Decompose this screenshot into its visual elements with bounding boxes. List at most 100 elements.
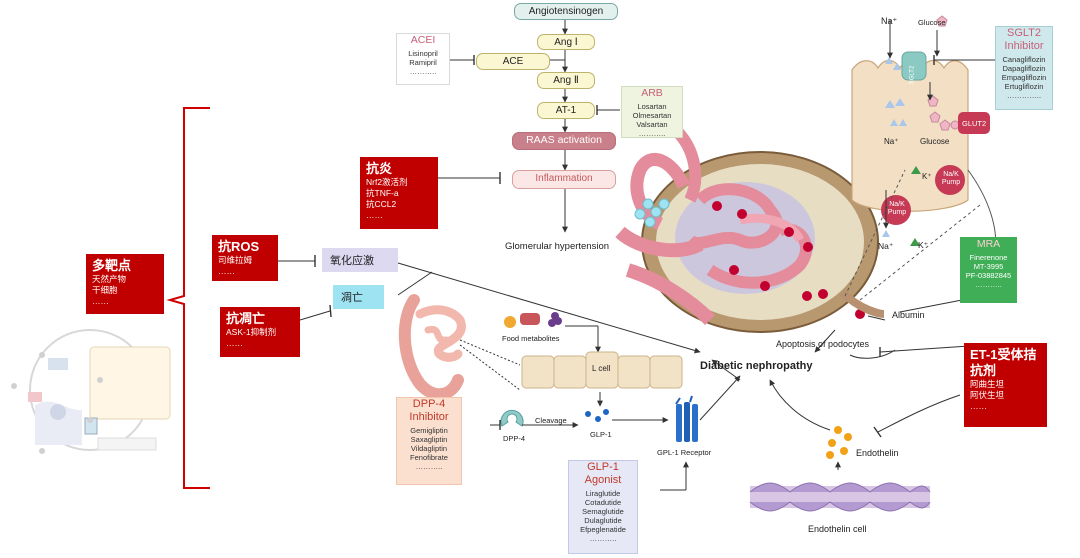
glp1-receptor-icon: [675, 395, 698, 442]
acei-drug: Lisinopril: [408, 49, 438, 58]
glp1-card: GLP-1 Agonist Liraglutide Cotadutide Sem…: [568, 460, 638, 554]
k-plus-label: K⁺: [922, 172, 932, 181]
glp1-receptor-label: GPL-1 Receptor: [657, 448, 712, 457]
endothelin-molecules: [826, 426, 852, 459]
sglt2-card: SGLT2 Inhibitor Canagliflozin Dapagliflo…: [995, 26, 1053, 110]
anti-ros-item: 司维拉姆: [218, 255, 253, 265]
dpp4-card: DPP-4 Inhibitor Gemigliptin Saxagliptin …: [396, 397, 462, 485]
arb-more: ………..: [638, 129, 666, 138]
acei-title: ACEI: [410, 34, 436, 46]
mra-title: MRA: [976, 238, 1001, 250]
anti-ros-title: 抗ROS: [218, 239, 260, 254]
glp1-drug: Liraglutide: [585, 489, 621, 498]
angiotensinogen-node: Angiotensinogen: [514, 3, 618, 20]
l-cell-layer: [521, 351, 683, 389]
glp1-more: ………..: [589, 534, 617, 543]
apoptosis-podocytes-label: Apoptosis of podocytes: [776, 339, 870, 349]
anti-inflammation-item: 抗CCL2: [366, 199, 397, 209]
oxidative-stress-box: 氧化应激: [322, 248, 398, 272]
dpp4-enzyme-icon: [500, 409, 524, 427]
anti-apoptosis-box: 抗凋亡 ASK-1抑制剂 ……: [220, 307, 300, 357]
glp1-drug: Efpeglenatide: [580, 525, 626, 534]
mra-drug: Finerenone: [969, 253, 1008, 262]
sglt2-drug: Canagliflozin: [1002, 55, 1046, 64]
endothelial-layer: [749, 482, 931, 512]
glut2-label: GLUT2: [962, 119, 987, 128]
apoptosis-box: 凋亡: [333, 285, 384, 309]
multi-target-box: 多靶点 天然产物 干细胞 ……: [86, 254, 164, 314]
anti-inflammation-item: 抗TNF-a: [366, 188, 399, 198]
endothelin-label: Endothelin: [856, 448, 899, 458]
dpp4-title: DPP-4 Inhibitor: [409, 398, 449, 423]
anti-inflammation-title: 抗炎: [366, 161, 393, 176]
multi-target-more: ……: [92, 296, 109, 306]
ang1-node: Ang Ⅰ: [537, 34, 595, 50]
k-bottom-label: K⁺: [918, 240, 929, 250]
nak-pump-label: Na/K Pump: [887, 201, 907, 216]
cleavage-label: Cleavage: [535, 416, 567, 425]
et1-antagonist-box: ET-1受体拮抗剂 阿曲生坦 阿伏生坦 ……: [964, 343, 1047, 427]
et1-antagonist-more: ……: [970, 401, 987, 411]
ace-node: ACE: [476, 53, 550, 70]
albumin-label: Albumin: [892, 310, 925, 320]
acei-drug: Ramipril: [409, 58, 437, 67]
diabetic-nephropathy-label: Diabetic nephropathy: [700, 360, 813, 372]
multi-target-item: 干细胞: [92, 285, 118, 295]
inflammation-node: Inflammation: [512, 170, 616, 189]
glp1-title: GLP-1 Agonist: [584, 461, 622, 486]
food-metabolites-label: Food metabolites: [502, 334, 560, 343]
tubular-cell: [844, 15, 997, 301]
glomerular-hypertension-label: Glomerular hypertension: [505, 241, 610, 252]
glp1-molecules: [585, 409, 609, 422]
sglt2-drug: Ertugliflozin: [1004, 82, 1044, 91]
et1-antagonist-item: 阿伏生坦: [970, 390, 1005, 400]
sglt2-more: …………..: [1006, 91, 1042, 100]
glp1-drug: Cotadutide: [584, 498, 622, 507]
dpp4-drug: Vildagliptin: [410, 444, 448, 453]
anti-ros-more: ……: [218, 266, 235, 276]
anti-inflammation-box: 抗炎 Nrf2激活剂 抗TNF-a 抗CCL2 ……: [360, 157, 438, 229]
sglt2-transporter-label: SGLT2: [909, 65, 916, 85]
multi-target-title: 多靶点: [92, 258, 132, 273]
anti-ros-box: 抗ROS 司维拉姆 ……: [212, 235, 278, 281]
endothelin-cell-label: Endothelin cell: [808, 524, 867, 534]
na-top-label: Na⁺: [881, 16, 898, 26]
dpp4-drug: Gemigliptin: [410, 426, 448, 435]
mra-card: MRA Finerenone MT-3995 PF-03882845 ………..: [960, 237, 1017, 303]
raas-activation-node: RAAS activation: [512, 132, 616, 150]
anti-apoptosis-item: ASK-1抑制剂: [226, 327, 277, 337]
anti-apoptosis-title: 抗凋亡: [226, 311, 266, 326]
mra-drug: PF-03882845: [965, 271, 1012, 280]
patient-flow-thumbnail: [11, 329, 171, 454]
dpp4-enzyme-label: DPP-4: [503, 434, 526, 443]
arb-drug: Olmesartan: [632, 111, 672, 120]
sglt2-title: SGLT2 Inhibitor: [1004, 27, 1044, 52]
glp1-molecule-label: GLP-1: [590, 430, 612, 439]
et1-antagonist-title: ET-1受体拮抗剂: [970, 347, 1037, 378]
anti-apoptosis-more: ……: [226, 338, 243, 348]
nak-pump-label: Na/K Pump: [941, 171, 961, 186]
target-brace: [166, 107, 210, 489]
arb-title: ARB: [641, 87, 663, 99]
glomerulus-illustration: [615, 125, 885, 333]
anti-inflammation-more: ……: [366, 210, 383, 220]
glucose-top-label: Glucose: [918, 18, 946, 27]
dpp4-drug: Saxagliptin: [410, 435, 448, 444]
arb-drug: Losartan: [637, 102, 667, 111]
glucose-mid-label: Glucose: [920, 137, 950, 146]
intestine: [398, 294, 466, 400]
acei-more: ………..: [409, 67, 437, 76]
food-icon: [504, 312, 562, 328]
sglt2-drug: Empagliflozin: [1001, 73, 1047, 82]
arb-drug: Valsartan: [636, 120, 668, 129]
na-mid-label: Na⁺: [884, 137, 899, 146]
multi-target-item: 天然产物: [92, 274, 127, 284]
l-cell-label: L cell: [592, 364, 611, 373]
mra-drug: MT-3995: [973, 262, 1004, 271]
glp1-drug: Semaglutide: [582, 507, 624, 516]
arb-card: ARB Losartan Olmesartan Valsartan ………..: [621, 86, 683, 138]
et1-antagonist-item: 阿曲生坦: [970, 379, 1005, 389]
na-bottom-label: Na⁺: [878, 241, 894, 251]
anti-inflammation-item: Nrf2激活剂: [366, 177, 408, 187]
